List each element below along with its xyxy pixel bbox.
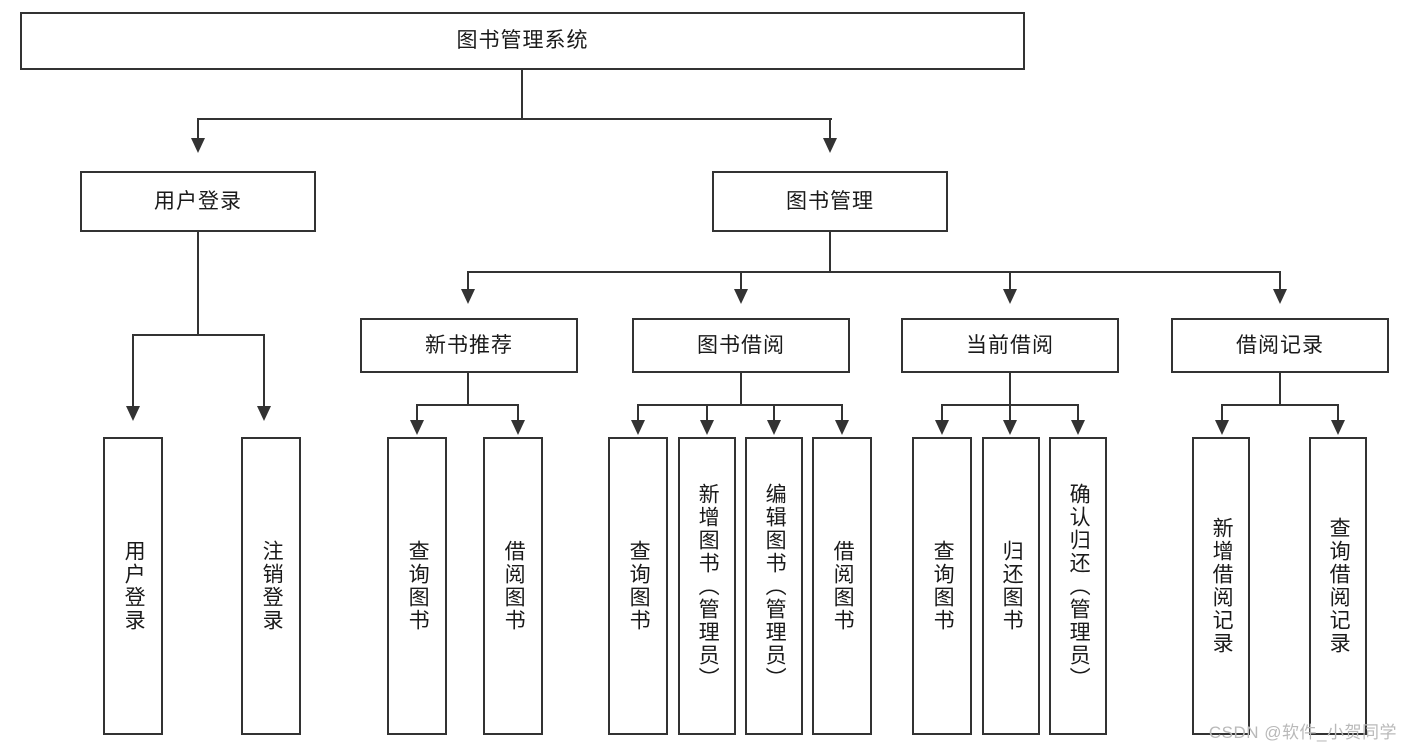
node-root-label: 图书管理系统 <box>456 29 589 53</box>
arrow-to-user-login <box>191 138 205 153</box>
leaf-logout[interactable]: 注销登录 <box>241 437 301 735</box>
node-book-borrow[interactable]: 图书借阅 <box>632 318 850 373</box>
leaf-add-book-admin-label: 新增图书（管理员） <box>696 482 720 690</box>
leaf-borrow-book-nbr-label: 借阅图书 <box>502 540 526 632</box>
edge-to-user-login <box>197 118 199 140</box>
edge-br-c1 <box>1221 404 1223 422</box>
edge-borrow-record-down <box>1279 373 1281 405</box>
leaf-borrow-book-nbr[interactable]: 借阅图书 <box>483 437 543 735</box>
leaf-query-book-cb-label: 查询图书 <box>931 540 955 632</box>
edge-current-borrow-down <box>1009 373 1011 405</box>
arrow-user-login-c2 <box>257 406 271 421</box>
leaf-confirm-return-admin-label: 确认归还（管理员） <box>1067 482 1091 690</box>
edge-level3-bar <box>468 271 1280 273</box>
node-book-borrow-label: 图书借阅 <box>697 333 785 357</box>
leaf-borrow-book-bb-label: 借阅图书 <box>831 540 855 632</box>
leaf-query-borrow-record[interactable]: 查询借阅记录 <box>1309 437 1367 735</box>
edge-to-book-manage <box>829 118 831 140</box>
edge-user-login-c1 <box>132 334 134 408</box>
leaf-user-login-label: 用户登录 <box>122 540 146 632</box>
arrow-bb-c3 <box>767 420 781 435</box>
edge-user-login-bar <box>133 334 264 336</box>
leaf-add-book-admin[interactable]: 新增图书（管理员） <box>678 437 736 735</box>
arrow-cb-c3 <box>1071 420 1085 435</box>
arrow-bb-c4 <box>835 420 849 435</box>
edge-bb-c4 <box>841 404 843 422</box>
leaf-query-book-bb[interactable]: 查询图书 <box>608 437 668 735</box>
edge-book-borrow-down <box>740 373 742 405</box>
leaf-return-book[interactable]: 归还图书 <box>982 437 1040 735</box>
edge-nbr-c2 <box>517 404 519 422</box>
edge-user-login-down <box>197 232 199 335</box>
leaf-user-login[interactable]: 用户登录 <box>103 437 163 735</box>
edge-bb-c2 <box>706 404 708 422</box>
arrow-cb-c1 <box>935 420 949 435</box>
edge-bb-c3 <box>773 404 775 422</box>
leaf-confirm-return-admin[interactable]: 确认归还（管理员） <box>1049 437 1107 735</box>
arrow-br-c2 <box>1331 420 1345 435</box>
node-borrow-record-label: 借阅记录 <box>1236 333 1324 357</box>
leaf-return-book-label: 归还图书 <box>1000 540 1024 632</box>
edge-level2-bar <box>198 118 832 120</box>
arrow-to-book-borrow <box>734 289 748 304</box>
leaf-logout-label: 注销登录 <box>260 540 284 632</box>
edge-to-new-book-rec <box>467 271 469 291</box>
node-borrow-record[interactable]: 借阅记录 <box>1171 318 1389 373</box>
edge-user-login-c2 <box>263 334 265 408</box>
leaf-edit-book-admin-label: 编辑图书（管理员） <box>763 482 787 690</box>
arrow-to-book-manage <box>823 138 837 153</box>
edge-root-down <box>521 70 523 119</box>
leaf-query-book-cb[interactable]: 查询图书 <box>912 437 972 735</box>
leaf-borrow-book-bb[interactable]: 借阅图书 <box>812 437 872 735</box>
arrow-br-c1 <box>1215 420 1229 435</box>
edge-cb-c1 <box>941 404 943 422</box>
arrow-to-current-borrow <box>1003 289 1017 304</box>
leaf-query-book-bb-label: 查询图书 <box>627 540 651 632</box>
edge-new-book-rec-bar <box>417 404 518 406</box>
leaf-add-borrow-record-label: 新增借阅记录 <box>1210 517 1234 655</box>
edge-br-c2 <box>1337 404 1339 422</box>
arrow-nbr-c1 <box>410 420 424 435</box>
arrow-to-new-book-rec <box>461 289 475 304</box>
node-user-login[interactable]: 用户登录 <box>80 171 316 232</box>
leaf-query-book-nbr[interactable]: 查询图书 <box>387 437 447 735</box>
arrow-to-borrow-record <box>1273 289 1287 304</box>
edge-book-borrow-bar <box>638 404 843 406</box>
edge-to-book-borrow <box>740 271 742 291</box>
watermark: CSDN @软件_小贺同学 <box>1208 723 1397 742</box>
arrow-bb-c2 <box>700 420 714 435</box>
leaf-add-borrow-record[interactable]: 新增借阅记录 <box>1192 437 1250 735</box>
node-new-book-rec[interactable]: 新书推荐 <box>360 318 578 373</box>
arrow-bb-c1 <box>631 420 645 435</box>
arrow-nbr-c2 <box>511 420 525 435</box>
leaf-query-borrow-record-label: 查询借阅记录 <box>1327 517 1351 655</box>
edge-new-book-rec-down <box>467 373 469 405</box>
node-book-manage[interactable]: 图书管理 <box>712 171 948 232</box>
arrow-user-login-c1 <box>126 406 140 421</box>
leaf-edit-book-admin[interactable]: 编辑图书（管理员） <box>745 437 803 735</box>
node-book-manage-label: 图书管理 <box>786 189 874 213</box>
edge-book-manage-down <box>829 232 831 272</box>
edge-cb-c3 <box>1077 404 1079 422</box>
edge-cb-c2 <box>1009 404 1011 422</box>
leaf-query-book-nbr-label: 查询图书 <box>406 540 430 632</box>
edge-bb-c1 <box>637 404 639 422</box>
arrow-cb-c2 <box>1003 420 1017 435</box>
node-current-borrow-label: 当前借阅 <box>966 333 1054 357</box>
node-current-borrow[interactable]: 当前借阅 <box>901 318 1119 373</box>
edge-borrow-record-bar <box>1222 404 1338 406</box>
node-new-book-rec-label: 新书推荐 <box>425 333 513 357</box>
edge-to-borrow-record <box>1279 271 1281 291</box>
edge-to-current-borrow <box>1009 271 1011 291</box>
node-root[interactable]: 图书管理系统 <box>20 12 1025 70</box>
node-user-login-label: 用户登录 <box>154 189 242 213</box>
edge-nbr-c1 <box>416 404 418 422</box>
